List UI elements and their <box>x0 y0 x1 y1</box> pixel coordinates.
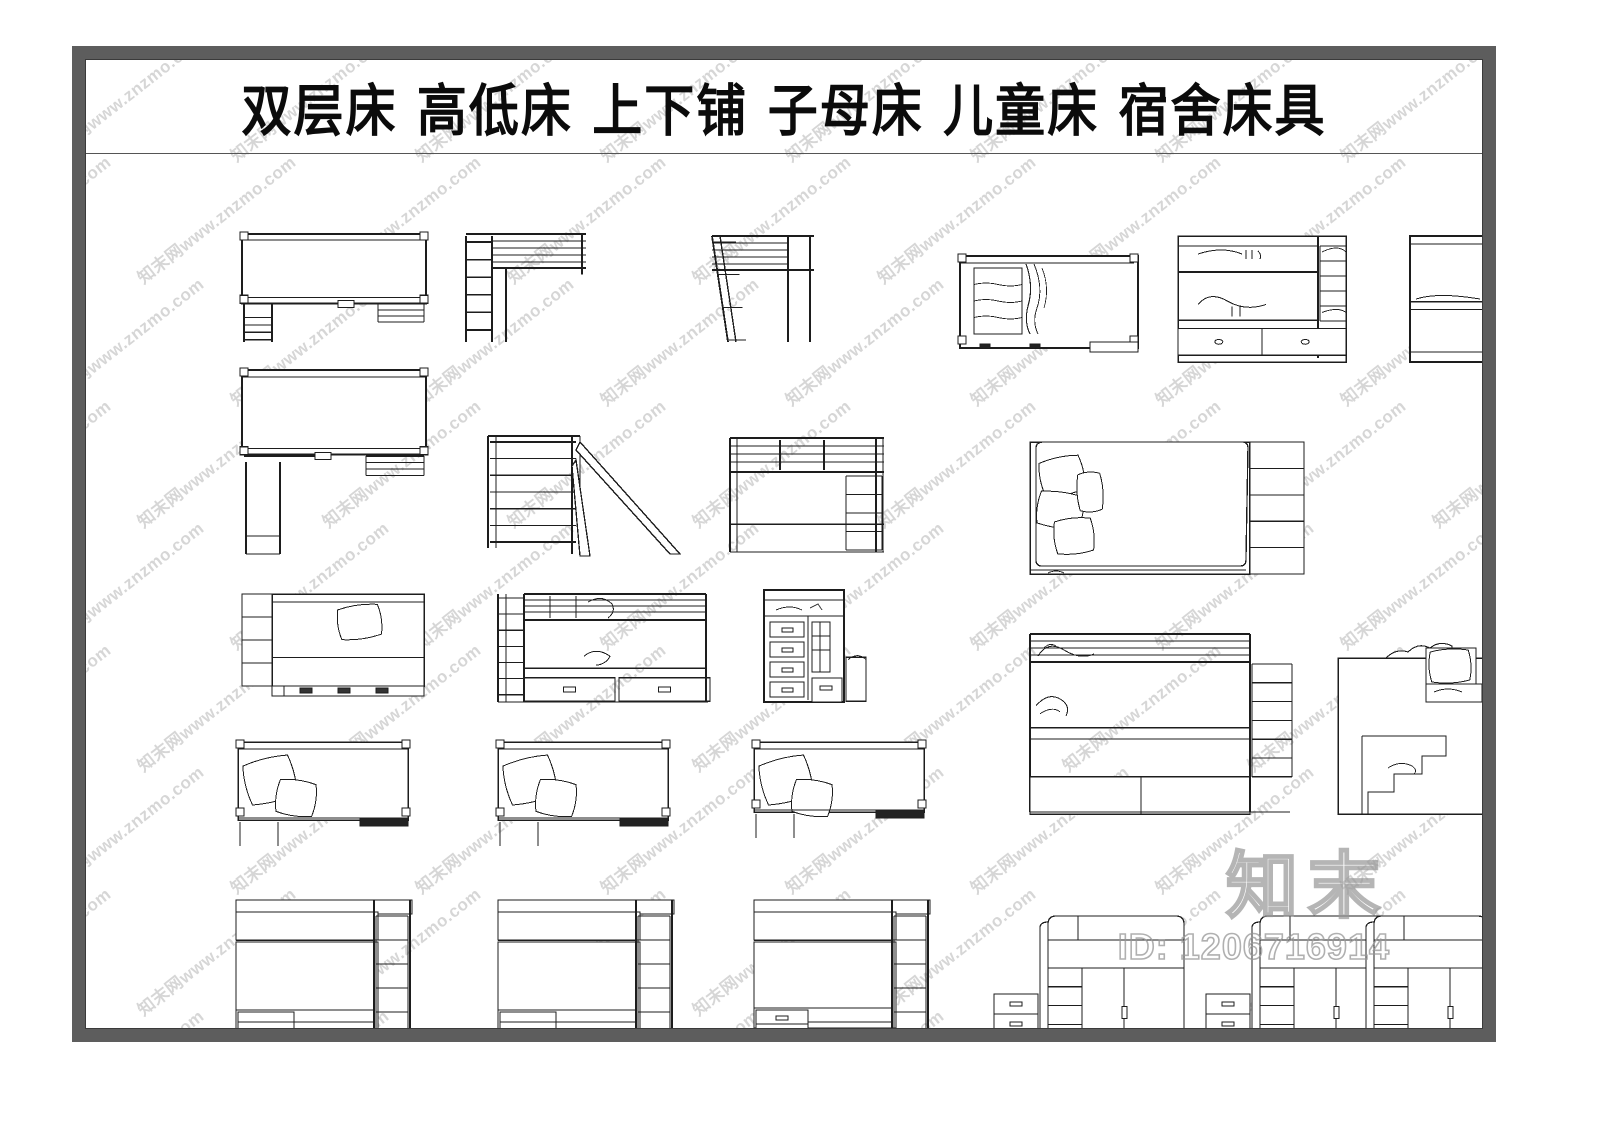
loft-bed-wardrobe-only <box>1358 906 1482 1028</box>
double-bed-plan-pillows <box>1026 436 1308 582</box>
loft-bed-desk-drawers <box>750 896 934 1028</box>
bunk-bed-elevation-drawers <box>1172 232 1352 366</box>
loft-bed-desk-ladder-a <box>232 896 416 1028</box>
bunk-bed-end-elevation <box>1406 232 1482 366</box>
loft-bed-desk-ladder-b <box>494 896 678 1028</box>
bed-plan-with-stair-and-pillow <box>238 588 428 700</box>
loft-bed-with-slide <box>480 430 686 560</box>
loft-bed-side-angled-ladder <box>706 230 818 344</box>
bunk-bed-elevation-ladder-right <box>1026 630 1296 818</box>
low-loft-bed-rails <box>724 432 890 558</box>
loft-bed-with-desk-elevation <box>238 366 430 558</box>
bunk-bed-with-storage-drawers <box>492 588 714 706</box>
bed-plan-pillows-right <box>750 736 928 840</box>
title-band: 双层床 高低床 上下铺 子母床 儿童床 宿舍床具 <box>86 60 1482 154</box>
bed-plan-pillows-left <box>234 736 412 848</box>
bed-plan-pillows-center <box>494 736 672 848</box>
bunk-bed-with-shelving-unit <box>758 584 868 706</box>
page-title: 双层床 高低床 上下铺 子母床 儿童床 宿舍床具 <box>241 78 1327 144</box>
loft-bed-wardrobe-nightstand-a <box>992 906 1186 1028</box>
cad-block-canvas <box>86 60 1482 1028</box>
loft-bed-front-elevation <box>238 230 430 342</box>
loft-bed-side-ladder-tall <box>462 228 590 344</box>
single-bed-with-bedding-plan <box>956 250 1142 356</box>
stair-bunk-bed-elevation <box>1334 628 1482 818</box>
